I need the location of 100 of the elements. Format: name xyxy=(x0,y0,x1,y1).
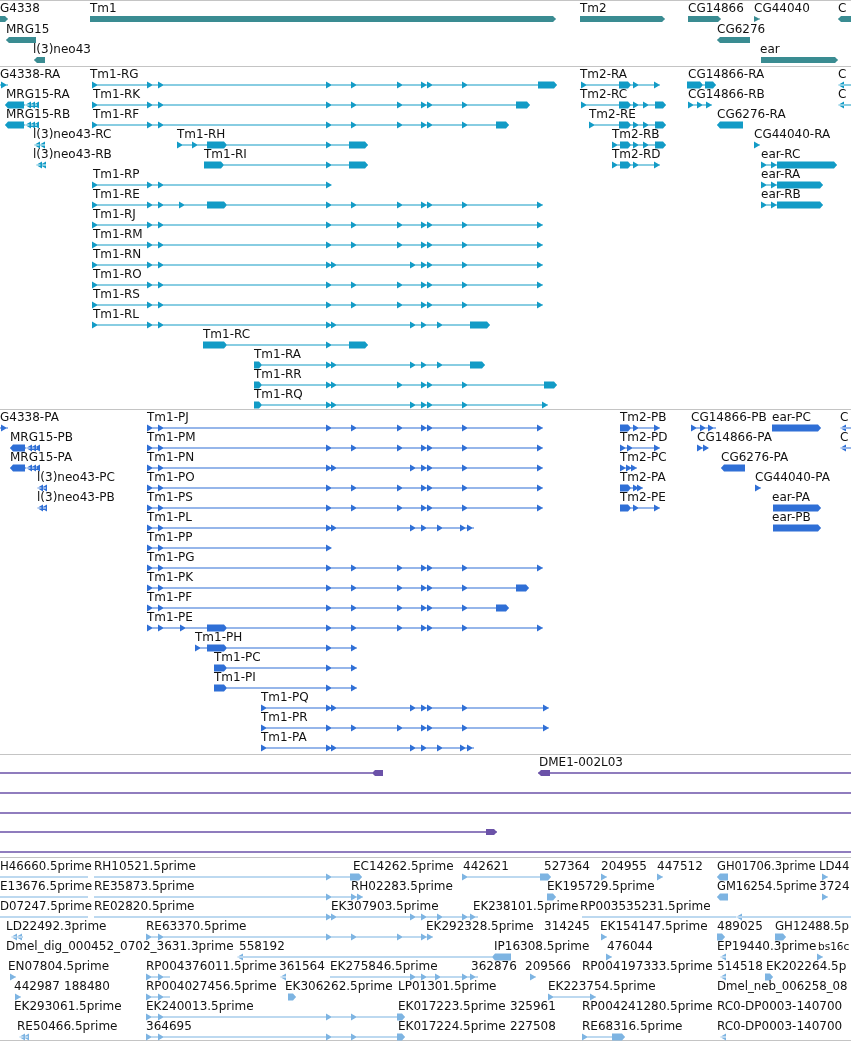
feature-label: MRG15-PB xyxy=(10,431,74,444)
feature-label: 489025 xyxy=(717,920,763,933)
feature-label: EK307903.5prime xyxy=(331,900,439,913)
feature-label: IP16308.5prime xyxy=(494,940,590,953)
feature-label: G4338-PA xyxy=(0,411,59,424)
feature-label: l(3)neo43-PB xyxy=(37,491,115,504)
feature-label: ear-PB xyxy=(772,511,811,524)
feature-label: Tm1-PI xyxy=(214,671,256,684)
feature-label: 361564 xyxy=(279,960,325,973)
feature-label: MRG15-PA xyxy=(10,451,73,464)
feature-label: EK238101.5prime xyxy=(473,900,579,913)
feature-label: Tm1-RS xyxy=(93,288,140,301)
feature-label: Dmel_dig_000452_0702_3631.3prime xyxy=(6,940,234,953)
feature-label: 476044 xyxy=(607,940,653,953)
feature-label: EK306262.5prime xyxy=(285,980,393,993)
feature-label: Tm1-PP xyxy=(147,531,193,544)
feature-label: Tm2-PC xyxy=(620,451,667,464)
feature-label: 227508 xyxy=(510,1020,556,1033)
feature-label: Tm2-RA xyxy=(580,68,628,81)
feature-label: ear xyxy=(760,43,780,56)
feature-label: EK223754.5prime xyxy=(548,980,656,993)
feature-label: ear-RA xyxy=(761,168,801,181)
feature-label: bs16c xyxy=(818,940,850,953)
feature-label: EK275846.5prime xyxy=(330,960,438,973)
feature-label: CG6276 xyxy=(717,23,766,36)
feature-label: Tm1-RA xyxy=(254,348,302,361)
feature-label: Tm1-RR xyxy=(254,368,302,381)
feature-label: Tm1-PR xyxy=(261,711,308,724)
feature-label: RP004027456.5prime xyxy=(146,980,277,993)
feature-label: l(3)neo43-RC xyxy=(33,128,112,141)
feature-label: C xyxy=(838,2,847,15)
feature-label: E13676.5prime xyxy=(0,880,93,893)
feature-label: RE68316.5prime xyxy=(582,1020,683,1033)
feature-label: EN07804.5prime xyxy=(8,960,110,973)
feature-label: GH12488.5p xyxy=(775,920,849,933)
feature-label: ear-PC xyxy=(772,411,811,424)
feature-label: Tm1-RI xyxy=(204,148,247,161)
feature-label: G4338 xyxy=(0,2,40,15)
feature-label: RP004376011.5prime xyxy=(146,960,277,973)
feature-label: Tm1-RN xyxy=(93,248,142,261)
feature-label: Tm1-PE xyxy=(147,611,193,624)
feature-label: Tm1-PN xyxy=(147,451,195,464)
feature-label: EC14262.5prime xyxy=(353,860,454,873)
feature-label: CG44040-PA xyxy=(755,471,830,484)
feature-label: GM16254.5prime xyxy=(717,880,817,893)
feature-label: RH10521.5prime xyxy=(94,860,196,873)
feature-label: 558192 xyxy=(239,940,285,953)
feature-label: D07247.5prime xyxy=(0,900,92,913)
feature-label: Tm1-PF xyxy=(147,591,193,604)
feature-label: Tm1-RG xyxy=(90,68,139,81)
feature-label: RP004241280.5prime xyxy=(582,1000,713,1013)
feature-label: RE35873.5prime xyxy=(94,880,195,893)
feature-label: l(3)neo43-PC xyxy=(37,471,115,484)
feature-label: Tm2-RB xyxy=(612,128,660,141)
feature-label: C xyxy=(840,411,849,424)
feature-label: ear-RB xyxy=(761,188,801,201)
feature-label: Tm2-PB xyxy=(620,411,667,424)
feature-label: MRG15-RA xyxy=(6,88,70,101)
feature-label: 204955 xyxy=(601,860,647,873)
feature-label: Tm1-RQ xyxy=(254,388,303,401)
feature-label: CG14866 xyxy=(688,2,744,15)
feature-label: EK017224.5prime xyxy=(398,1020,506,1033)
feature-label: RC0-DP0003-140700 xyxy=(717,1000,843,1013)
feature-label: Tm1-RM xyxy=(93,228,143,241)
feature-label: CG44040 xyxy=(754,2,810,15)
feature-label: CG6276-PA xyxy=(721,451,789,464)
feature-label: C xyxy=(838,88,847,101)
feature-label: C xyxy=(840,431,849,444)
feature-label: EK195729.5prime xyxy=(547,880,655,893)
feature-label: 364695 xyxy=(146,1020,192,1033)
feature-label: MRG15-RB xyxy=(6,108,71,121)
feature-label: RC0-DP0003-140700 xyxy=(717,1020,843,1033)
feature-label: l(3)neo43 xyxy=(33,43,91,56)
feature-label: 188480 xyxy=(64,980,110,993)
feature-label: Tm2-RC xyxy=(580,88,628,101)
feature-label: LP01301.5prime xyxy=(398,980,497,993)
feature-label: 447512 xyxy=(657,860,703,873)
feature-label: CG6276-RA xyxy=(717,108,786,121)
feature-label: Tm2-PD xyxy=(620,431,668,444)
feature-label: ear-RC xyxy=(761,148,801,161)
feature-label: Tm1-PQ xyxy=(261,691,309,704)
feature-label: Tm1-PO xyxy=(147,471,195,484)
feature-label: Tm1-RF xyxy=(93,108,140,121)
feature-label: Tm1-RL xyxy=(93,308,139,321)
feature-label: 3724 xyxy=(819,880,850,893)
feature-label: Tm1-RJ xyxy=(93,208,136,221)
feature-label: RE63370.5prime xyxy=(146,920,247,933)
feature-label: Tm1-PK xyxy=(147,571,194,584)
feature-label: Tm1-PC xyxy=(214,651,261,664)
feature-label: Tm1-PS xyxy=(147,491,193,504)
feature-label: 314245 xyxy=(544,920,590,933)
feature-label: Tm1-PJ xyxy=(147,411,189,424)
feature-label: Tm1-RH xyxy=(177,128,226,141)
feature-label: Dmel_neb_006258_08 xyxy=(717,980,848,993)
feature-label: LD22492.3prime xyxy=(6,920,107,933)
feature-label: 442621 xyxy=(463,860,509,873)
feature-label: H46660.5prime xyxy=(0,860,92,873)
feature-label: ear-PA xyxy=(772,491,810,504)
feature-label: EK292328.5prime xyxy=(426,920,534,933)
feature-label: C xyxy=(838,68,847,81)
